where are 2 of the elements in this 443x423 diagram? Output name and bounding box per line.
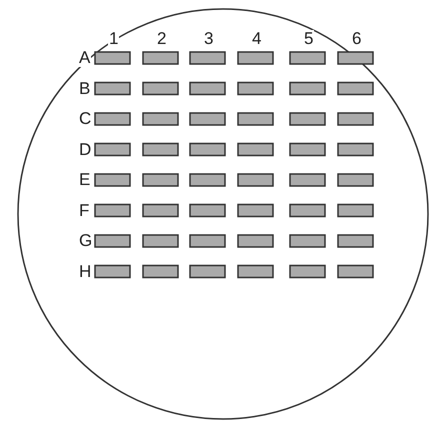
row-label: A — [78, 49, 92, 67]
column-label: 1 — [108, 30, 120, 48]
